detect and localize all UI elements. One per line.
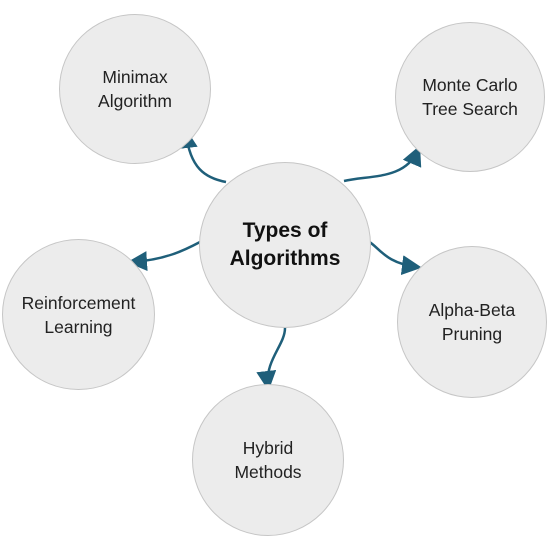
node-reinforcement: Reinforcement Learning: [2, 239, 155, 390]
center-node-label: Types of Algorithms: [229, 219, 341, 270]
node-hybrid-label: Hybrid Methods: [234, 438, 302, 482]
center-node: Types of Algorithms: [199, 162, 371, 328]
node-mcts-label: Monte Carlo Tree Search: [422, 75, 518, 119]
arrow-to-minimax: [177, 128, 227, 184]
node-hybrid: Hybrid Methods: [192, 384, 344, 536]
node-minimax-label: Minimax Algorithm: [98, 67, 172, 111]
node-mcts: Monte Carlo Tree Search: [395, 22, 545, 172]
arrow-to-reinforcement: [127, 240, 201, 272]
arrow-to-hybrid: [256, 327, 287, 391]
node-alphabeta-label: Alpha-Beta Pruning: [428, 300, 516, 344]
arrow-to-alphabeta: [367, 239, 422, 276]
node-reinforcement-label: Reinforcement Learning: [21, 292, 136, 337]
node-alphabeta: Alpha-Beta Pruning: [397, 246, 547, 398]
arrow-to-mcts: [343, 145, 422, 183]
node-minimax: Minimax Algorithm: [59, 14, 211, 164]
